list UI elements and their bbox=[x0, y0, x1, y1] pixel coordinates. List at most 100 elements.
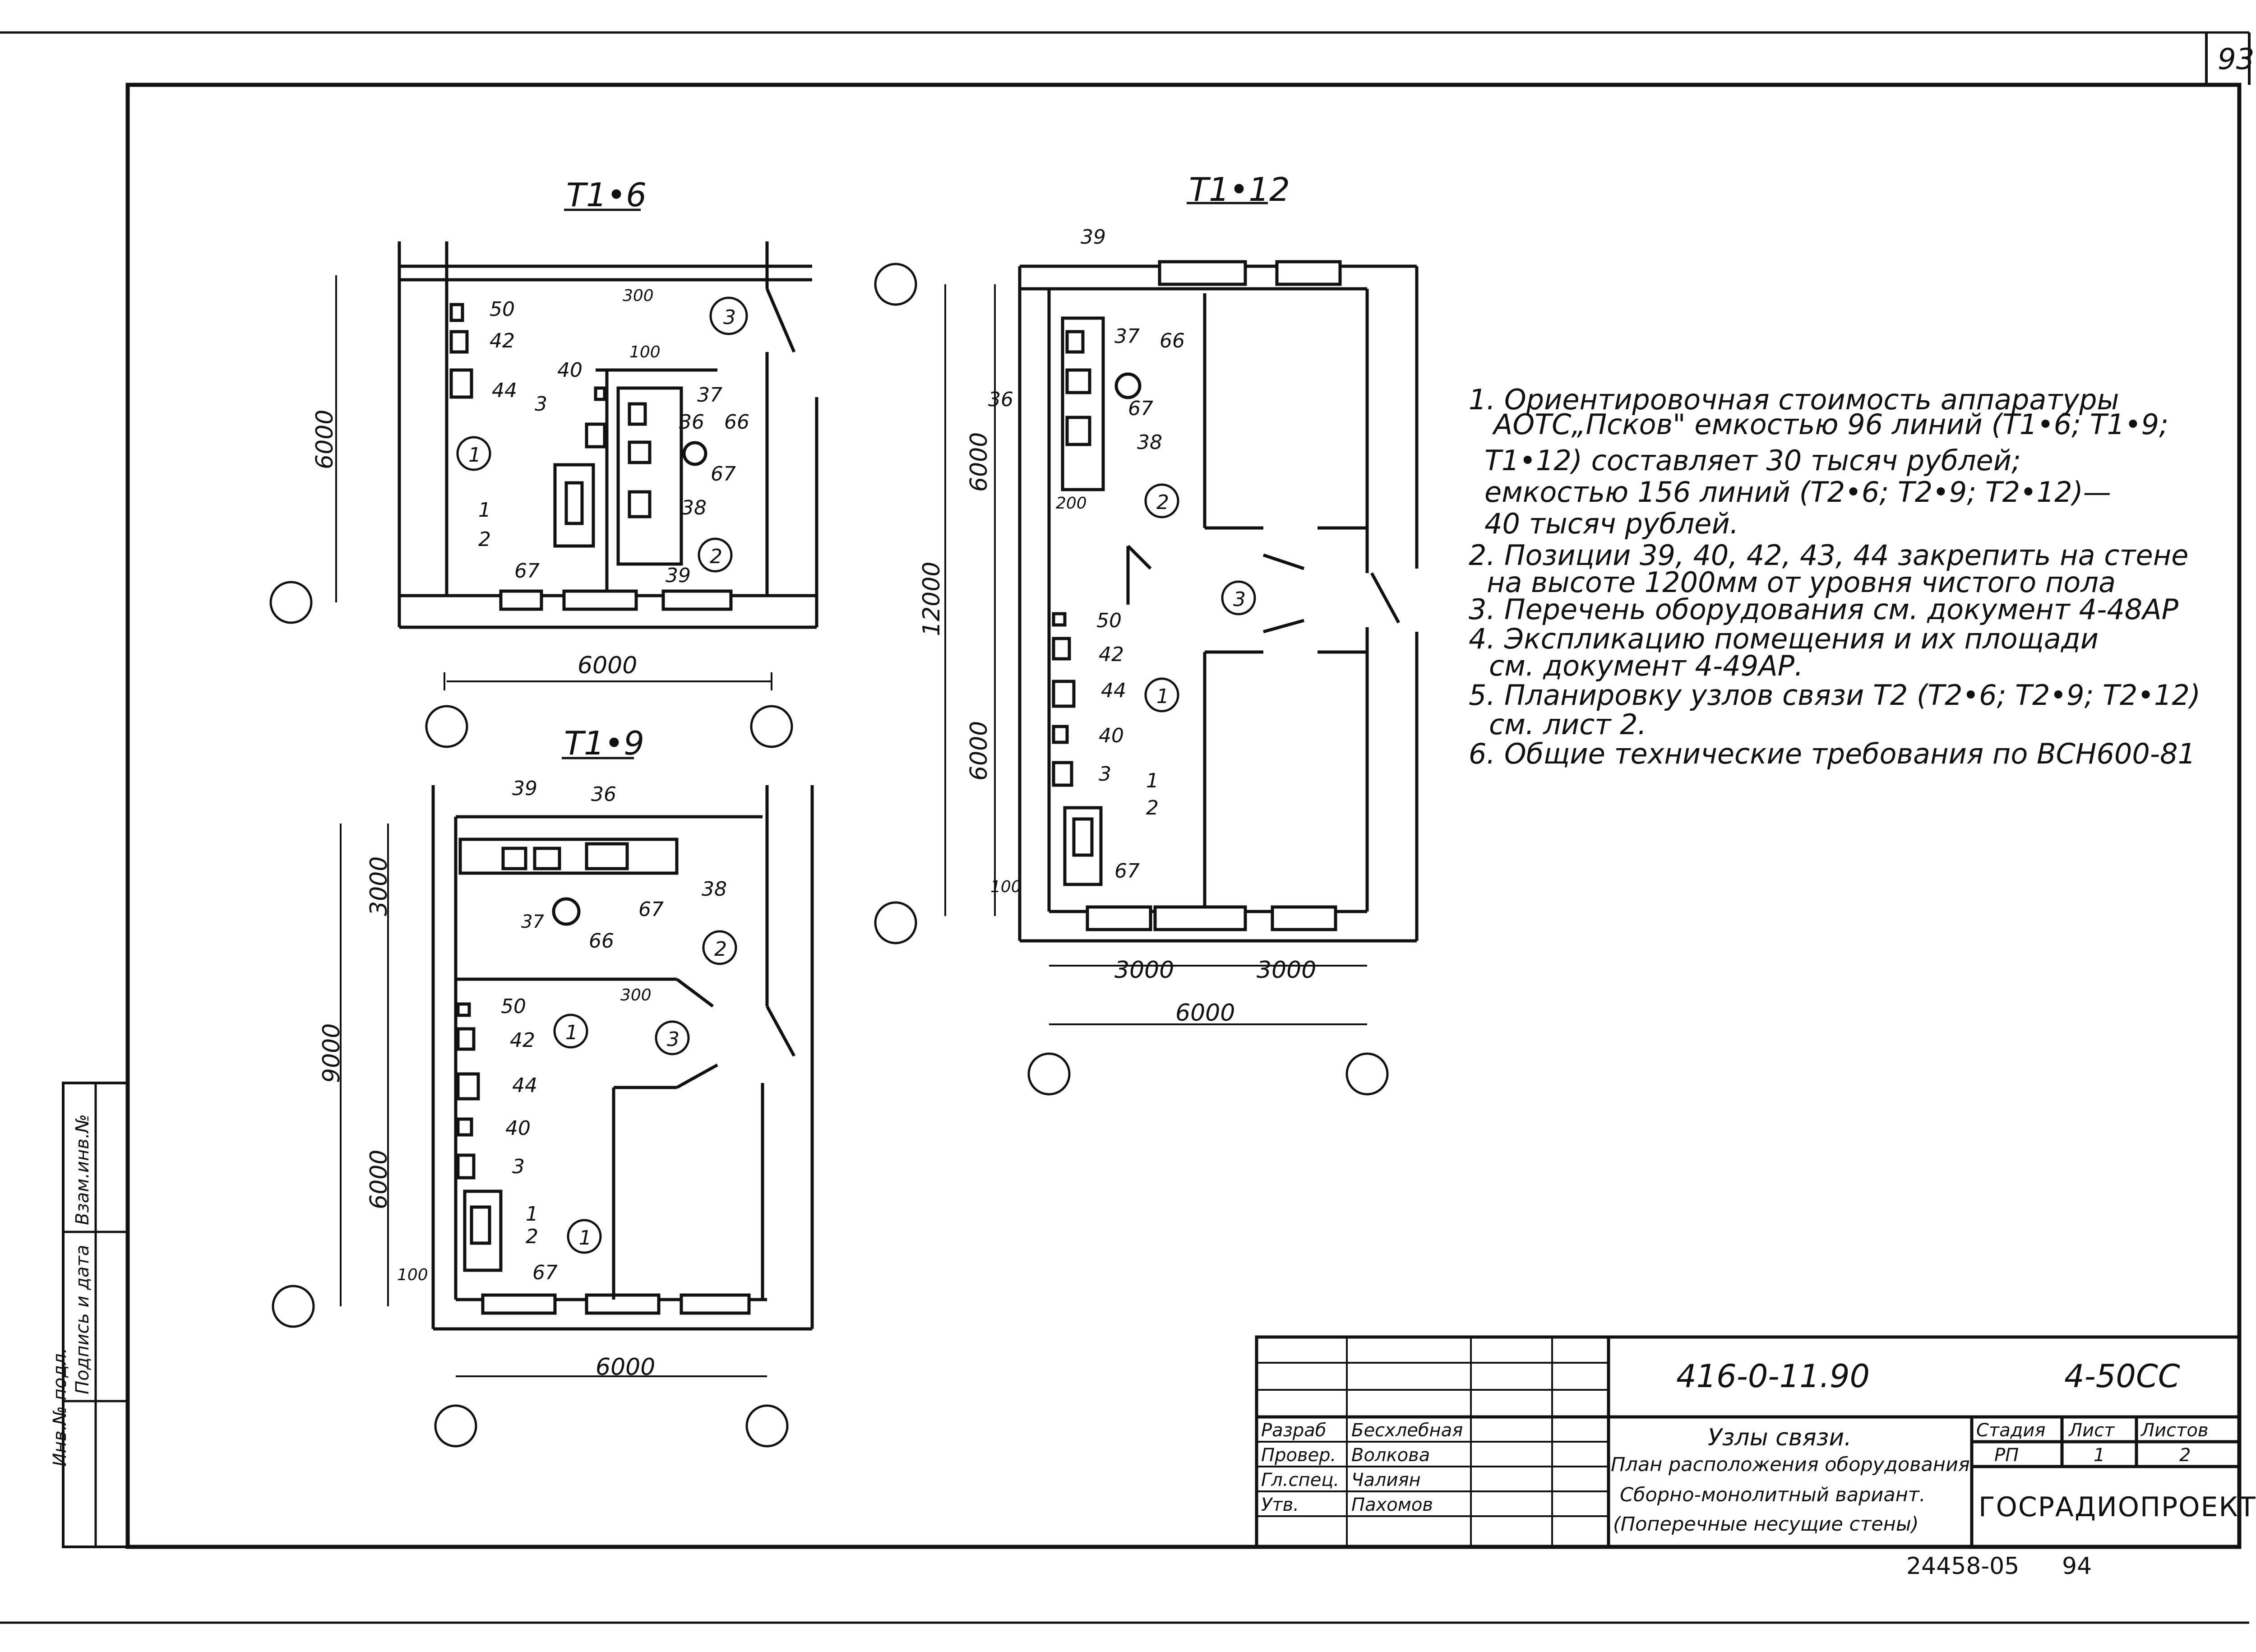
role-razrab: Разраб bbox=[1261, 1420, 1327, 1441]
t16-dim-300: 300 bbox=[623, 287, 654, 305]
note-5-line-1: 5. Планировку узлов связи Т2 (Т2•6; Т2•9… bbox=[1469, 679, 2201, 712]
sheets-value: 2 bbox=[2179, 1445, 2191, 1466]
t16-room-2: 2 bbox=[710, 545, 722, 568]
t16-label-3: 3 bbox=[535, 393, 547, 416]
t112-sub-dim-2: 6000 bbox=[966, 721, 993, 781]
note-1-line-5: 40 тысяч рублей. bbox=[1484, 507, 1739, 540]
plan-t1-6-height-dim: 6000 bbox=[311, 409, 338, 469]
stamp-podpis-data: Подпись и дата bbox=[72, 1245, 93, 1394]
t19-label-67b: 67 bbox=[532, 1261, 558, 1284]
t112-dim-100: 100 bbox=[990, 878, 1022, 896]
plan-t1-6-width-dim: 6000 bbox=[578, 652, 638, 679]
t19-room-1b: 1 bbox=[579, 1226, 592, 1249]
t112-label-44: 44 bbox=[1101, 679, 1126, 702]
t112-room-2: 2 bbox=[1156, 491, 1169, 514]
t19-label-40: 40 bbox=[505, 1117, 531, 1140]
org-name: ГОСРАДИОПРОЕКТ bbox=[1979, 1491, 2256, 1523]
t19-label-50: 50 bbox=[501, 995, 526, 1018]
t19-dim-100: 100 bbox=[397, 1266, 428, 1284]
t112-room-1: 1 bbox=[1156, 685, 1169, 708]
note-4-line-2: см. документ 4-49АР. bbox=[1489, 649, 1803, 682]
t112-half-dim-1: 3000 bbox=[1114, 957, 1174, 984]
t16-label-42: 42 bbox=[490, 329, 515, 352]
t112-label-67: 67 bbox=[1128, 397, 1153, 420]
bottom-num: 94 bbox=[2062, 1553, 2092, 1580]
t16-label-1: 1 bbox=[478, 499, 491, 522]
doc-code: 416-0-11.90 bbox=[1676, 1358, 1870, 1395]
t19-room-2: 2 bbox=[714, 938, 727, 961]
t16-label-2: 2 bbox=[478, 528, 491, 551]
t16-dim-100: 100 bbox=[629, 343, 661, 361]
t112-label-66: 66 bbox=[1160, 329, 1185, 352]
t16-label-40: 40 bbox=[557, 359, 582, 382]
name-volkova: Волкова bbox=[1351, 1445, 1430, 1466]
t16-label-36: 36 bbox=[679, 411, 704, 434]
t112-label-42: 42 bbox=[1099, 643, 1124, 666]
page-number: 93 bbox=[2218, 43, 2255, 76]
title-line-2: План расположения оборудования bbox=[1611, 1453, 1970, 1476]
note-3: 3. Перечень оборудования см. документ 4-… bbox=[1469, 593, 2179, 626]
plan-t1-9-height-dim: 9000 bbox=[318, 1023, 345, 1083]
t19-label-3: 3 bbox=[512, 1155, 525, 1178]
t19-label-44: 44 bbox=[512, 1074, 537, 1097]
note-4-line-1: 4. Экспликацию помещения и их площади bbox=[1469, 622, 2099, 655]
t112-label-38: 38 bbox=[1137, 431, 1162, 454]
plan-t1-9-width-dim: 6000 bbox=[596, 1354, 656, 1381]
t112-label-1: 1 bbox=[1146, 769, 1159, 792]
t16-label-67b: 67 bbox=[514, 560, 540, 583]
album-code: 4-50СС bbox=[2064, 1358, 2180, 1395]
t112-label-67b: 67 bbox=[1114, 860, 1140, 883]
note-2-line-2: на высоте 1200мм от уровня чистого пола bbox=[1487, 566, 2116, 599]
note-6: 6. Общие технические требования по ВСН60… bbox=[1469, 737, 2196, 770]
t19-label-42: 42 bbox=[510, 1029, 535, 1052]
role-utv: Утв. bbox=[1261, 1495, 1299, 1515]
plan-t1-6-title: Т1•6 bbox=[566, 176, 647, 214]
t112-label-50: 50 bbox=[1096, 609, 1122, 632]
t16-label-66: 66 bbox=[724, 411, 749, 434]
t16-label-37: 37 bbox=[697, 384, 722, 407]
t16-room-1: 1 bbox=[468, 444, 481, 467]
stage-value: РП bbox=[1994, 1445, 2019, 1466]
t19-label-38: 38 bbox=[702, 878, 727, 901]
t112-label-2: 2 bbox=[1146, 796, 1159, 819]
t19-room-3: 3 bbox=[667, 1028, 680, 1051]
t19-sub-dim-3000: 3000 bbox=[365, 856, 393, 916]
sheets-header: Листов bbox=[2141, 1420, 2209, 1441]
note-1-line-2: АОТС„Псков" емкостью 96 линий (Т1•6; Т1•… bbox=[1493, 408, 2168, 441]
t19-label-2: 2 bbox=[526, 1225, 538, 1248]
plan-t1-9-title: Т1•9 bbox=[564, 724, 645, 762]
t19-room-1: 1 bbox=[565, 1021, 578, 1044]
note-1-line-4: емкостью 156 линий (Т2•6; Т2•9; Т2•12)— bbox=[1484, 476, 2111, 509]
t16-label-38: 38 bbox=[681, 496, 707, 519]
t19-label-36: 36 bbox=[591, 783, 616, 806]
title-line-4: (Поперечные несущие стены) bbox=[1613, 1513, 1919, 1536]
t112-dim-200: 200 bbox=[1056, 494, 1087, 513]
t16-label-67: 67 bbox=[711, 463, 736, 486]
name-pakhomov: Пахомов bbox=[1351, 1495, 1433, 1515]
t112-room-3: 3 bbox=[1233, 588, 1246, 611]
t16-label-50: 50 bbox=[490, 298, 515, 321]
note-2-line-1: 2. Позиции 39, 40, 42, 43, 44 закрепить … bbox=[1469, 539, 2189, 572]
t16-label-39: 39 bbox=[666, 564, 691, 587]
note-1-line-1: 1. Ориентировочная стоимость аппаратуры bbox=[1469, 383, 2119, 416]
plan-t1-12-height-dim: 12000 bbox=[918, 561, 945, 636]
bottom-code: 24458-05 bbox=[1906, 1553, 2020, 1580]
note-1-line-3: Т1•12) составляет 30 тысяч рублей; bbox=[1484, 444, 2021, 477]
plan-t1-12-width-dim: 6000 bbox=[1175, 1000, 1235, 1027]
t112-sub-dim-1: 6000 bbox=[966, 432, 993, 492]
stage-header: Стадия bbox=[1976, 1420, 2046, 1441]
t112-label-39: 39 bbox=[1081, 226, 1106, 249]
t19-label-1: 1 bbox=[526, 1203, 538, 1226]
stamp-vzam-inv: Взам.инв.№ bbox=[72, 1114, 93, 1225]
title-line-1: Узлы связи. bbox=[1708, 1424, 1852, 1451]
role-gl-spec: Гл.спец. bbox=[1261, 1470, 1340, 1490]
t112-label-36: 36 bbox=[988, 388, 1013, 411]
t112-half-dim-2: 3000 bbox=[1257, 957, 1317, 984]
t112-label-3: 3 bbox=[1099, 763, 1111, 786]
t112-label-37: 37 bbox=[1114, 325, 1140, 348]
stamp-inv-podl: Инв.№ подл. bbox=[50, 1347, 70, 1467]
name-beshlebnaya: Бесхлебная bbox=[1351, 1420, 1463, 1441]
t19-label-66: 66 bbox=[589, 930, 614, 953]
sheet-value: 1 bbox=[2094, 1445, 2105, 1466]
